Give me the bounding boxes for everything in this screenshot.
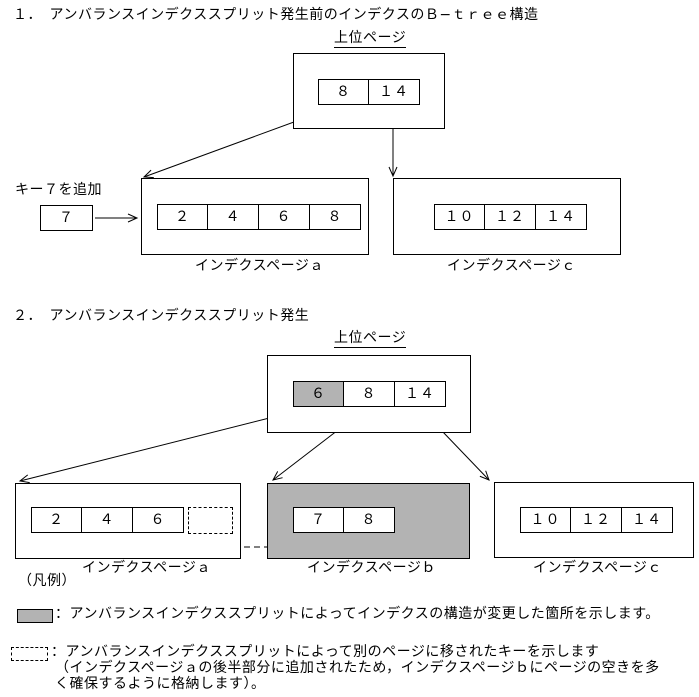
index-key-cell: ２ (157, 204, 208, 230)
index-key-cell: １４ (622, 507, 673, 533)
section2-parent-cell-row: ６ ８ １４ (293, 381, 446, 407)
index-key-cell: １４ (369, 79, 420, 105)
legend-heading: （凡例） (18, 573, 76, 589)
index-key-cell: ６ (259, 204, 310, 230)
section2-page-c-label: インデクスページｃ (533, 560, 662, 576)
moved-key-dashed-cell (188, 507, 233, 534)
index-key-cell: ４ (208, 204, 259, 230)
legend-gray-swatch (17, 609, 53, 623)
index-key-cell: ４ (82, 507, 133, 533)
index-key-cell: ８ (344, 381, 395, 407)
legend-dashed-text-line1: ：アンバランスインデクススプリットによって別のページに移されたキーを示します (51, 644, 600, 660)
section2-page-c-cell-row: １０ １２ １４ (520, 507, 673, 533)
index-key-cell-highlighted: ６ (293, 381, 344, 407)
legend-gray-text: ：アンバランスインデクススプリットによってインデクスの構造が変更した箇所を示しま… (55, 606, 660, 622)
section1-key-box: ７ (40, 205, 93, 231)
index-key-cell: ６ (133, 507, 184, 533)
section2-page-b-cell-row: ７ ８ (293, 507, 395, 533)
index-key-cell: １２ (485, 204, 536, 230)
section1-page-c-label: インデクスページｃ (447, 258, 576, 274)
index-key-cell: １０ (520, 507, 571, 533)
legend-dashed-text-line3: く確保するように格納します）。 (55, 676, 266, 692)
section1-title: １． アンバランスインデクススプリット発生前のインデクスのＢ−ｔｒｅｅ構造 (13, 7, 539, 23)
section2-page-a-cell-row: ２ ４ ６ (31, 507, 184, 533)
section1-page-a-cell-row: ２ ４ ６ ８ (157, 204, 361, 230)
index-key-cell: ７ (293, 507, 344, 533)
section1-page-a-label: インデクスページａ (195, 258, 324, 274)
index-key-cell: ８ (318, 79, 369, 105)
section2-page-a-label: インデクスページａ (82, 560, 211, 576)
section2-title: ２． アンバランスインデクススプリット発生 (13, 308, 310, 324)
index-key-cell: ８ (310, 204, 361, 230)
index-key-cell: ８ (344, 507, 395, 533)
index-key-cell: １４ (395, 381, 446, 407)
legend-dashed-swatch (11, 647, 48, 661)
section2-parent-page-label: 上位ページ (334, 330, 407, 348)
legend-dashed-text-line2: （インデクスページａの後半部分に追加されたため，インデクスページｂにページの空き… (55, 660, 660, 676)
section1-parent-cell-row: ８ １４ (318, 79, 420, 105)
section1-key-add-label: キー７を追加 (15, 182, 102, 198)
index-key-cell: １４ (536, 204, 587, 230)
index-key-cell: ２ (31, 507, 82, 533)
section2-page-b-label: インデクスページｂ (307, 560, 436, 576)
index-key-cell: １２ (571, 507, 622, 533)
index-key-cell: ７ (40, 205, 93, 231)
section1-page-c-cell-row: １０ １２ １４ (434, 204, 587, 230)
section1-parent-page-label: 上位ページ (334, 30, 407, 48)
index-key-cell: １０ (434, 204, 485, 230)
